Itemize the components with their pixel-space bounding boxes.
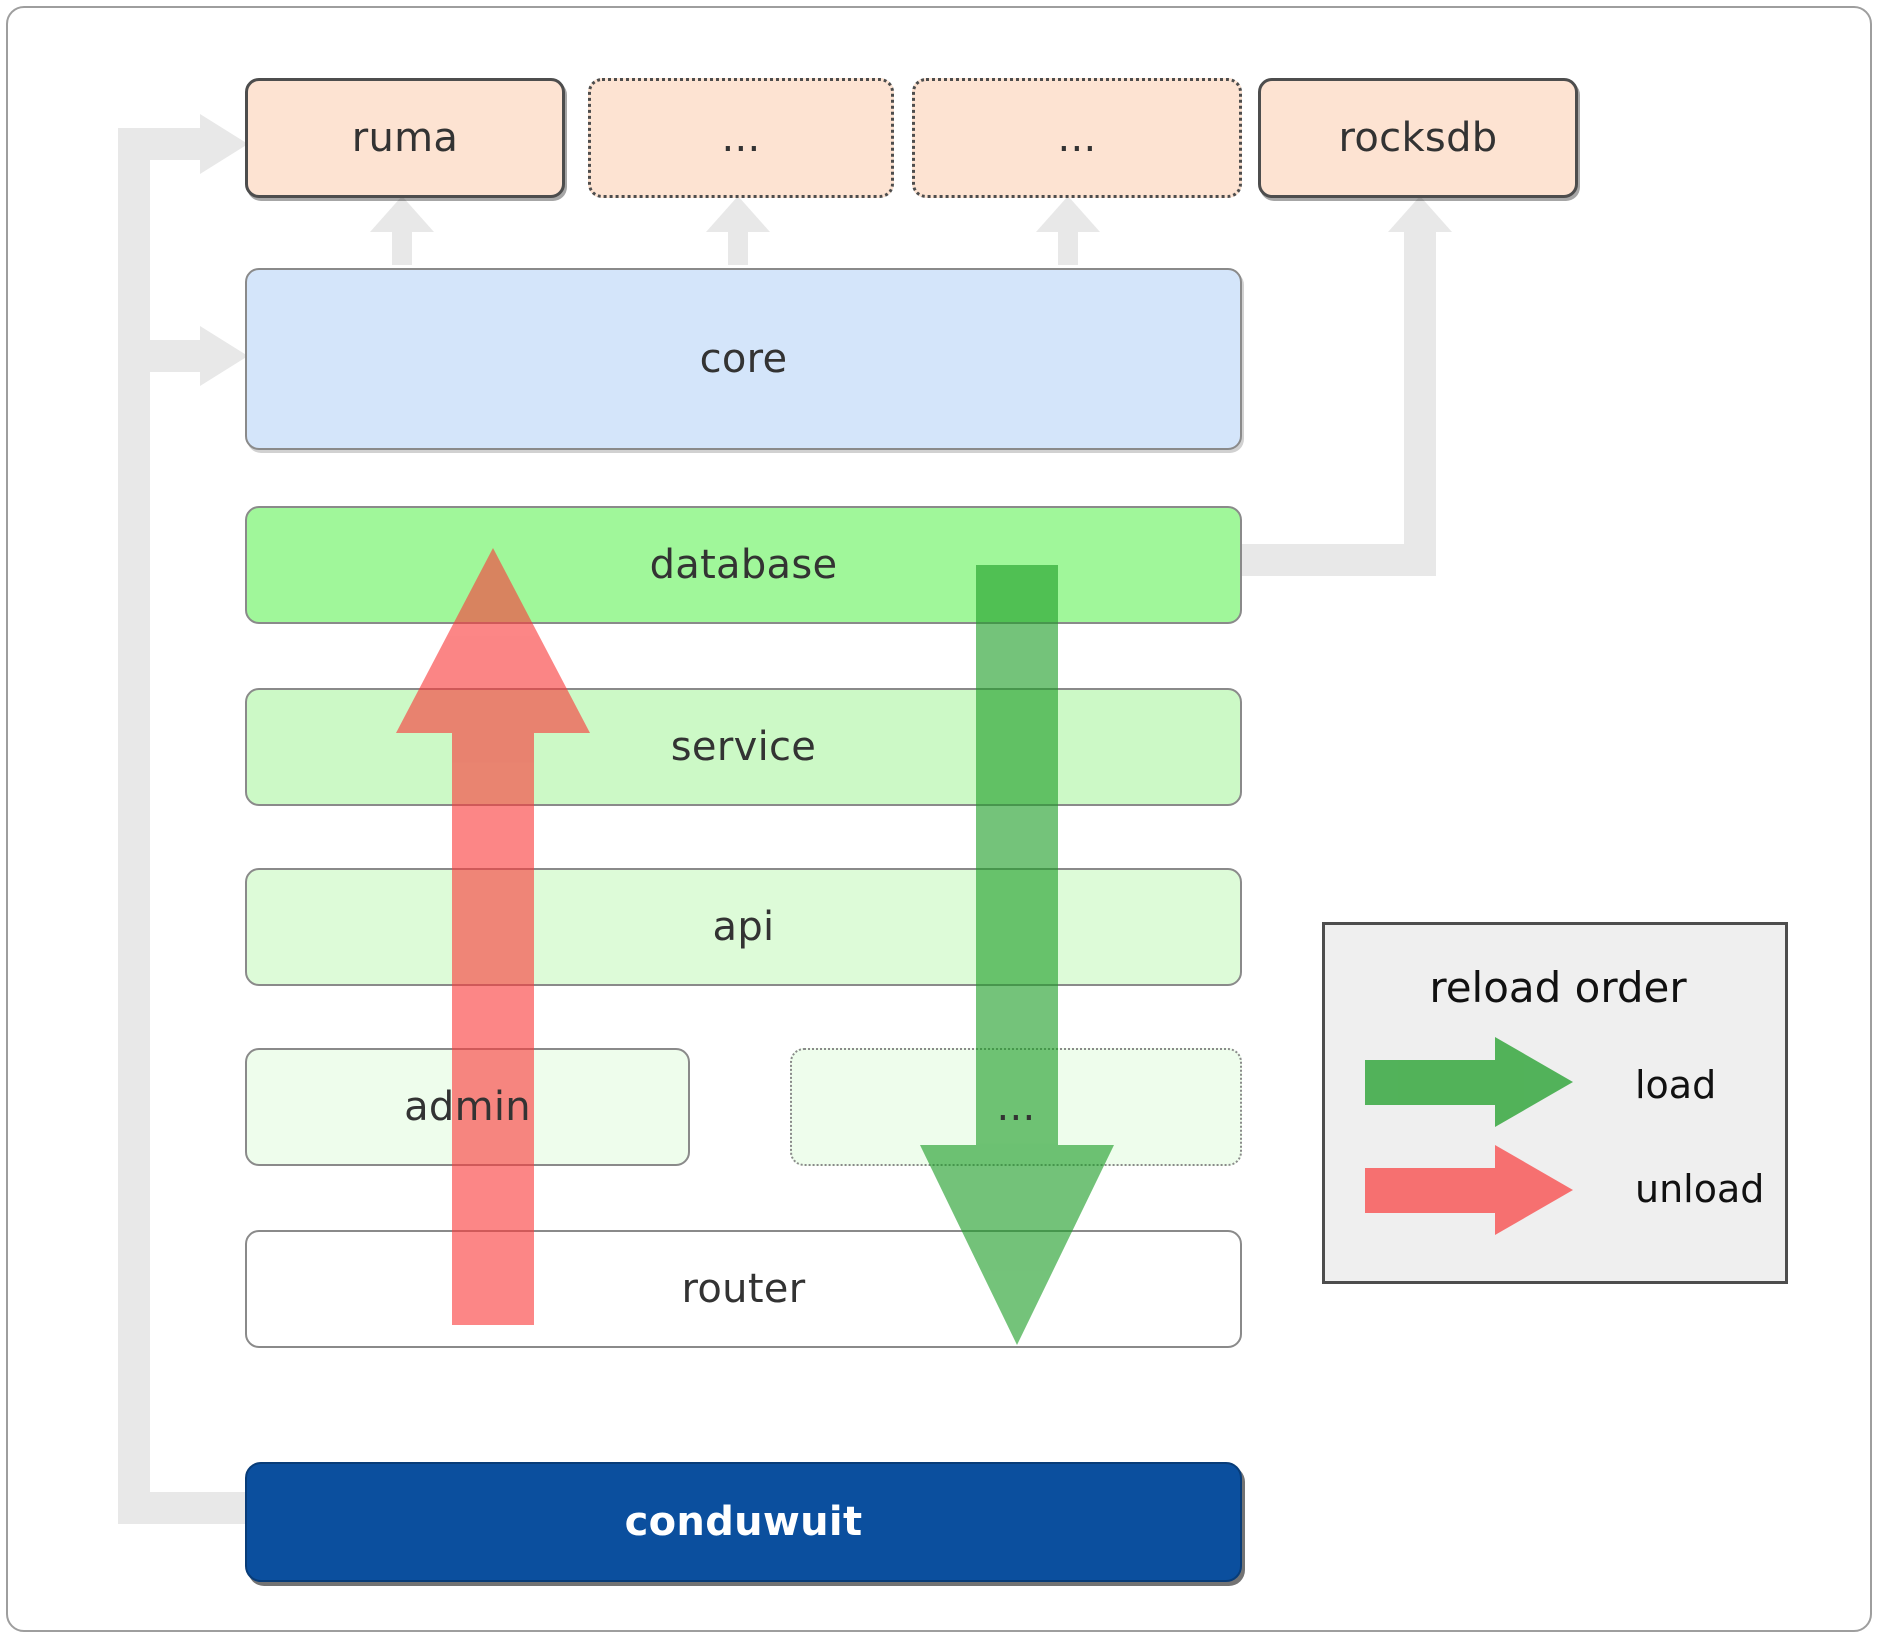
dependency-label-ellipsis-2: ...	[1057, 115, 1097, 161]
dependency-label-rocksdb: rocksdb	[1338, 115, 1498, 161]
dependency-label-ruma: ruma	[351, 115, 459, 161]
core-label: core	[699, 336, 788, 382]
layer-node-database[interactable]: database	[245, 506, 1242, 624]
dependency-node-ellipsis-2[interactable]: ...	[912, 78, 1242, 198]
dependency-label-ellipsis-1: ...	[721, 115, 761, 161]
legend-swatch-load	[1365, 1037, 1573, 1127]
layer-node-service[interactable]: service	[245, 688, 1242, 806]
layer-label-service: service	[670, 724, 817, 770]
legend-label-unload: unload	[1635, 1167, 1765, 1211]
layer-label-admin: admin	[404, 1084, 531, 1130]
layer-node-api[interactable]: api	[245, 868, 1242, 986]
core-node[interactable]: core	[245, 268, 1242, 450]
dependency-node-rocksdb[interactable]: rocksdb	[1258, 78, 1578, 198]
application-node-conduwuit[interactable]: conduwuit	[245, 1462, 1242, 1582]
layer-label-router: router	[681, 1266, 806, 1312]
diagram-frame	[6, 6, 1872, 1632]
legend-panel: reload order load unload	[1322, 922, 1788, 1284]
legend-swatches	[1365, 1037, 1573, 1235]
layer-node-ellipsis[interactable]: ...	[790, 1048, 1242, 1166]
layer-label-api: api	[712, 904, 775, 950]
layer-node-router[interactable]: router	[245, 1230, 1242, 1348]
dependency-node-ruma[interactable]: ruma	[245, 78, 565, 198]
layer-node-admin[interactable]: admin	[245, 1048, 690, 1166]
legend-swatch-unload	[1365, 1145, 1573, 1235]
layer-label-ellipsis: ...	[996, 1084, 1036, 1130]
legend-title: reload order	[1429, 963, 1687, 1012]
legend-label-load: load	[1635, 1063, 1717, 1107]
dependency-node-ellipsis-1[interactable]: ...	[588, 78, 894, 198]
layer-label-database: database	[649, 542, 838, 588]
application-label-conduwuit: conduwuit	[624, 1499, 863, 1545]
